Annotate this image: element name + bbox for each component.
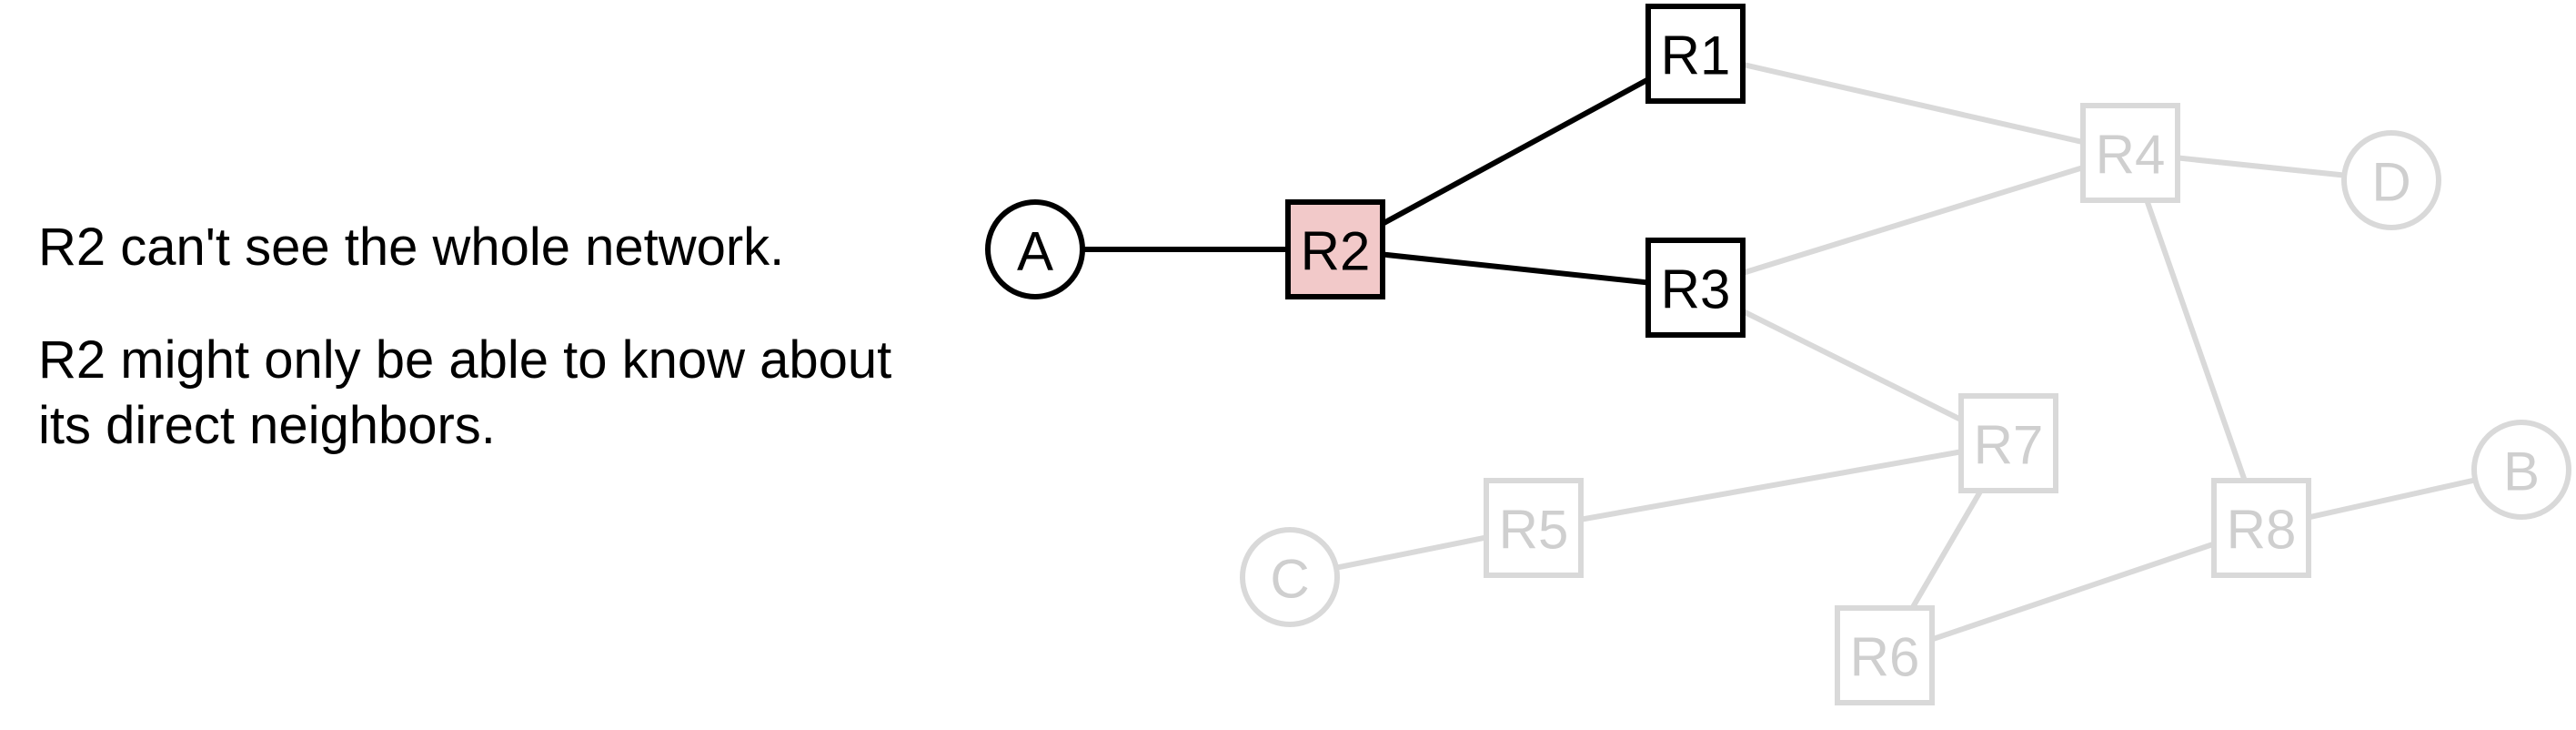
router-box <box>1835 605 1935 705</box>
node-r4: R4 <box>2080 103 2180 203</box>
node-label: C <box>1270 549 1309 610</box>
node-b: B <box>2471 420 2571 520</box>
node-label: R1 <box>1661 25 1731 86</box>
node-label: R4 <box>2096 125 2166 186</box>
node-label: R8 <box>2227 500 2297 561</box>
router-box <box>2211 478 2311 578</box>
node-r6: R6 <box>1835 605 1935 705</box>
edge-r3-r7 <box>1693 285 2011 446</box>
edge-r6-r8 <box>1882 525 2264 658</box>
node-d: D <box>2341 130 2441 230</box>
node-label: R7 <box>1974 415 2044 476</box>
router-box <box>1645 4 1746 104</box>
node-label: R2 <box>1301 221 1371 282</box>
node-r7: R7 <box>1958 393 2058 493</box>
node-r5: R5 <box>1484 478 1584 578</box>
node-label: R6 <box>1850 627 1920 688</box>
node-label: A <box>1017 221 1053 282</box>
endpoint-circle <box>1240 527 1340 627</box>
node-label: R3 <box>1661 259 1731 320</box>
endpoint-circle <box>2471 420 2571 520</box>
router-box <box>1484 478 1584 578</box>
router-box <box>1285 199 1385 299</box>
edge-r7-r5 <box>1531 441 2011 531</box>
node-label: D <box>2371 152 2410 213</box>
node-label: B <box>2503 441 2540 502</box>
caption-line-2: R2 might only be able to know about its … <box>38 330 892 455</box>
edge-r3-r4 <box>1693 150 2133 290</box>
node-r8: R8 <box>2211 478 2311 578</box>
router-box <box>2080 103 2180 203</box>
node-r2: R2 <box>1285 199 1385 299</box>
node-label: R5 <box>1499 500 1569 561</box>
edge-r2-r3 <box>1333 247 1698 290</box>
endpoint-circle <box>985 199 1085 299</box>
node-r1: R1 <box>1645 4 1746 104</box>
node-r3: R3 <box>1645 238 1746 338</box>
edge-r1-r4 <box>1693 51 2133 156</box>
edge-r4-r8 <box>2128 150 2264 531</box>
router-box <box>1645 238 1746 338</box>
router-box <box>1958 393 2058 493</box>
caption-line-1: R2 can't see the whole network. <box>38 218 785 277</box>
endpoint-circle <box>2341 130 2441 230</box>
node-c: C <box>1240 527 1340 627</box>
edge-r2-r1 <box>1333 51 1698 252</box>
node-a: A <box>985 199 1085 299</box>
